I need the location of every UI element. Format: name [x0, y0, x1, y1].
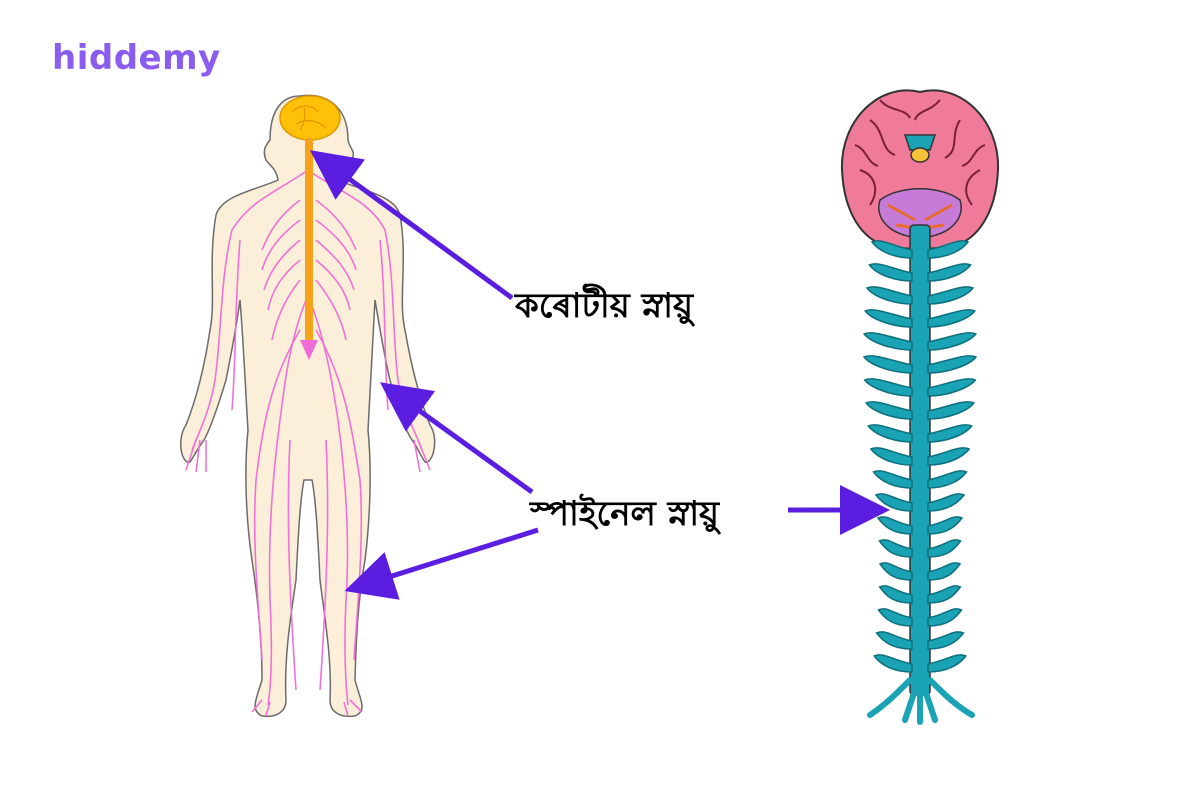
spinal-nerve-branch [927, 562, 962, 581]
spinal-nerve-branch [927, 309, 976, 328]
spinal-nerve-branch [878, 562, 913, 581]
spinal-nerve-branch [863, 332, 913, 351]
spinal-nerve-branch [877, 608, 913, 627]
spinal-nerve-branch [876, 516, 913, 535]
brand-logo: hiddemy [52, 38, 221, 78]
spinal-nerve-branch [927, 493, 966, 512]
arrow-spinal-arm [379, 382, 534, 495]
spinal-nerve-branch [927, 470, 968, 489]
spinal-nerve-branch [869, 447, 913, 466]
spinal-nerve-branch [867, 424, 913, 443]
spinal-nerve-branch [878, 585, 913, 604]
spinal-nerve-branch [873, 654, 913, 673]
cranial-nerves-label: কৰোটীয় স্নায়ু [515, 286, 693, 326]
spinal-nerve-branch [927, 263, 972, 282]
spinal-column [909, 224, 931, 696]
arrow-cranial [309, 150, 514, 301]
spinal-nerve-branch [865, 401, 913, 420]
arrow-spinal-leg [344, 527, 539, 600]
spinal-nerve-branch [927, 332, 977, 351]
spinal-nerve-branch [874, 493, 913, 512]
spinal-nerve-branch [927, 378, 977, 397]
spinal-nerve-branch [927, 608, 963, 627]
spinal-nerve-branch [927, 585, 962, 604]
spinal-nerve-branch [927, 240, 970, 259]
spinal-nerve-branch [927, 355, 978, 374]
spinal-nerve-branch [862, 355, 913, 374]
spinal-nerves-label: স্পাইনেল স্নায়ু [530, 494, 720, 534]
spinal-nerve-branch [927, 401, 975, 420]
brain [279, 95, 341, 141]
spinal-nerve-branch [927, 654, 967, 673]
spinal-nerve-branch [870, 240, 913, 259]
spinal-nerve-figure [840, 89, 1000, 725]
spinal-nerve-branch [927, 447, 971, 466]
spinal-nerve-branch [927, 516, 964, 535]
spinal-nerve-branch [875, 631, 913, 650]
spinal-nerve-branch [927, 424, 973, 443]
spinal-nerve-branch [864, 309, 913, 328]
spinal-nerve-branch [878, 539, 913, 558]
spinal-nerve-branch [865, 286, 913, 305]
spinal-cord [305, 138, 313, 348]
spinal-nerve-branch [927, 286, 975, 305]
spinal-nerve-branch [927, 539, 962, 558]
human-body-figure [180, 94, 436, 718]
spinal-nerve-branch [868, 263, 913, 282]
spinal-nerve-branch [872, 470, 913, 489]
spinal-nerve-branch [863, 378, 913, 397]
spinal-nerve-branch [927, 631, 965, 650]
